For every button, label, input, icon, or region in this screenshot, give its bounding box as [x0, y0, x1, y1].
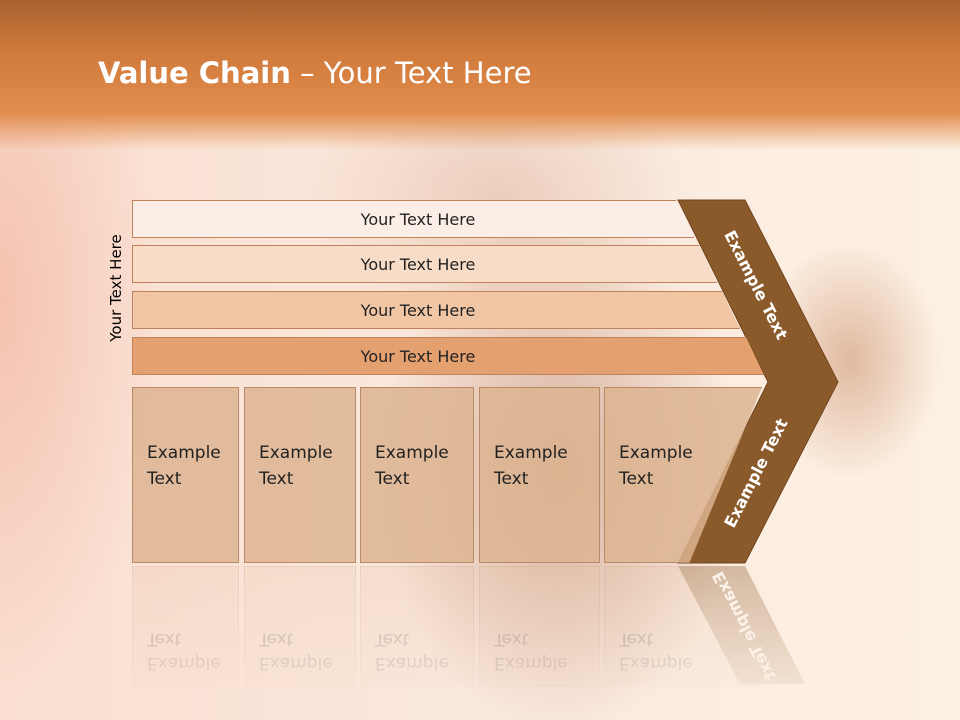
column-3-label: Example Text [375, 443, 449, 489]
reflection-column-4: Example Text [479, 566, 600, 686]
bar-3: Your Text Here [132, 291, 740, 329]
column-2: Example Text [244, 387, 356, 563]
column-4-label: Example Text [494, 443, 568, 489]
reflection-column-2: Example Text [244, 566, 356, 686]
bar-2-label: Your Text Here [360, 254, 476, 274]
title-bold: Value Chain [98, 56, 291, 90]
bar-4: Your Text Here [132, 337, 764, 375]
chevron-shape [677, 199, 839, 564]
column-4: Example Text [479, 387, 600, 563]
bar-3-label: Your Text Here [360, 300, 476, 320]
page-title: Value Chain – Your Text Here [98, 56, 532, 90]
bar-2: Your Text Here [132, 245, 717, 283]
title-rest: – Your Text Here [290, 56, 532, 90]
column-3: Example Text [360, 387, 474, 563]
column-1: Example Text [132, 387, 239, 563]
column-1-label: Example Text [147, 443, 221, 489]
header-band [0, 0, 960, 150]
column-2-label: Example Text [259, 443, 333, 489]
reflection: Example Text Example Text Example Text E… [0, 566, 960, 720]
bar-4-label: Your Text Here [360, 346, 476, 366]
reflection-chevron [678, 566, 805, 684]
reflection-column-1: Example Text [132, 566, 239, 686]
column-5-label: Example Text [619, 443, 693, 489]
reflection-column-3: Example Text [360, 566, 474, 686]
bar-1: Your Text Here [132, 200, 694, 238]
bar-1-label: Your Text Here [360, 209, 476, 229]
